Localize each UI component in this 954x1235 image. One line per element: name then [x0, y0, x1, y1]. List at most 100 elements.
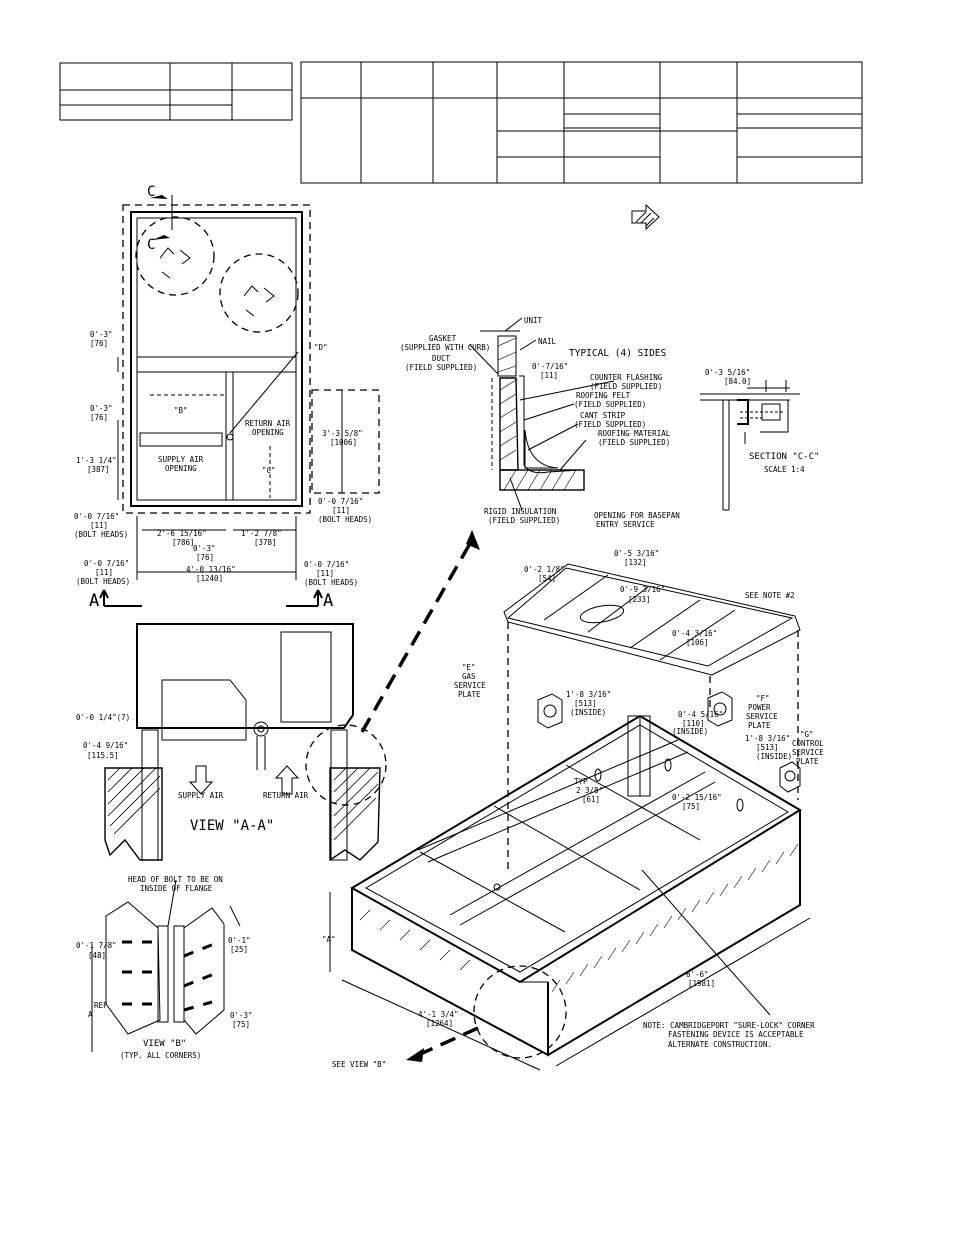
dim-label: CONTROL	[792, 739, 824, 748]
dim-label: [233]	[628, 595, 651, 604]
dim-label: [76]	[90, 413, 108, 422]
left-spec-table	[59, 62, 293, 121]
dim-label: 0'-3"	[90, 404, 113, 413]
dim-label: SERVICE	[454, 681, 486, 690]
dim-label: OPENING	[252, 428, 284, 437]
dim-label: PLATE	[796, 757, 819, 766]
dim-label: HEAD OF BOLT TO BE ON	[128, 875, 223, 884]
dim-label: INSIDE OF FLANGE	[140, 884, 213, 893]
view-aa-marker-right: A	[323, 591, 333, 611]
dim-label: (TYP. ALL CORNERS)	[120, 1051, 201, 1060]
dim-label: "C"	[262, 466, 276, 475]
dim-label: 0'-4 9/16"	[83, 741, 128, 750]
dim-label: 1'-8 3/16"	[566, 690, 611, 699]
dim-label: [110]	[682, 719, 705, 728]
dim-label: [106]	[686, 638, 709, 647]
dim-label: SERVICE	[746, 712, 778, 721]
dim-label: A	[88, 1010, 93, 1019]
dim-label: [84.0]	[724, 377, 751, 386]
dim-label: POWER	[748, 703, 771, 712]
dim-label: SCALE 1:4	[764, 465, 805, 474]
dim-label: [513]	[574, 699, 597, 708]
dim-label: SUPPLY AIR	[178, 791, 224, 800]
dim-label: RETURN AIR	[245, 419, 291, 428]
dim-label: 0'-3"	[193, 544, 216, 553]
dim-label: 0'-0 7/16"	[74, 512, 119, 521]
dim-label: COUNTER FLASHING	[590, 373, 663, 382]
note-text: FASTENING DEVICE IS ACCEPTABLE	[668, 1030, 804, 1039]
section-arrow-icon	[150, 195, 168, 199]
dim-label: 0'-0 7/16"	[318, 497, 363, 506]
dim-label: REF	[94, 1001, 108, 1010]
dim-label: SERVICE	[792, 748, 824, 757]
dim-label: GASKET	[429, 334, 457, 343]
dim-label: [76]	[90, 339, 108, 348]
dim-label: [11]	[95, 568, 113, 577]
dim-label: 4'-1 3/4"	[418, 1010, 459, 1019]
dim-label: PLATE	[458, 690, 481, 699]
dim-label: 0'-1 7/8"	[76, 941, 117, 950]
dim-label: 0'-2 1/8"	[524, 565, 565, 574]
dim-label: (BOLT HEADS)	[318, 515, 372, 524]
curb-detail	[469, 317, 615, 511]
dim-label: [1264]	[426, 1019, 453, 1028]
dim-label: 0'-4 3/16"	[672, 629, 717, 638]
dim-label: NAIL	[538, 337, 557, 346]
hatched-arrow-icon	[631, 203, 660, 231]
dim-label: 0'-2 15/16"	[672, 793, 722, 802]
dim-label: 1'-3 1/4"	[76, 456, 117, 465]
dim-label: [54]	[538, 574, 556, 583]
dim-label: (BOLT HEADS)	[76, 577, 130, 586]
dim-label: SEE NOTE #2	[745, 591, 795, 600]
see-view-b-arrow-icon	[406, 1048, 424, 1062]
dim-label: 4'-0 13/16"	[186, 565, 236, 574]
dim-label: "A"	[322, 935, 336, 944]
dim-label: CANT STRIP	[580, 411, 626, 420]
dim-label: (INSIDE)	[756, 752, 792, 761]
dim-label: (BOLT HEADS)	[304, 578, 358, 587]
dim-label: (INSIDE)	[570, 708, 606, 717]
dim-label: SUPPLY AIR	[158, 455, 204, 464]
dim-label: ENTRY SERVICE	[596, 520, 655, 529]
dim-label: (SUPPLIED WITH CURB)	[400, 343, 490, 352]
dim-label: DUCT	[432, 354, 451, 363]
dim-label: OPENING FOR BASEPAN	[594, 511, 680, 520]
dim-label: [75]	[232, 1020, 250, 1029]
section-cc-marker-inner: C	[147, 237, 155, 253]
dim-label: OPENING	[165, 464, 197, 473]
dim-label: 0'-4 5/16"	[678, 710, 723, 719]
dim-label: 0'-0 1/4"(7)	[76, 713, 130, 722]
dim-label: [786]	[172, 538, 195, 547]
dim-label: [11]	[540, 371, 558, 380]
dim-label: ROOFING MATERIAL	[598, 429, 671, 438]
note-text: NOTE: CAMBRIDGEPORT "SURE-LOCK" CORNER	[643, 1021, 815, 1030]
dim-label: "E"	[462, 663, 476, 672]
dim-label: [11]	[90, 521, 108, 530]
dim-label: [1981]	[688, 979, 715, 988]
dim-label: [75]	[682, 802, 700, 811]
dim-label: [11]	[332, 506, 350, 515]
dim-label: [48]	[88, 951, 106, 960]
note-text: ALTERNATE CONSTRUCTION.	[668, 1040, 772, 1049]
plan-view	[117, 195, 380, 580]
dim-label: (FIELD SUPPLIED)	[574, 400, 646, 409]
dim-label: (FIELD SUPPLIED)	[488, 516, 560, 525]
section-cc-marker-top: C	[147, 184, 155, 200]
dim-label: [11]	[316, 569, 334, 578]
dim-label: 0'-0 7/16"	[304, 560, 349, 569]
dim-label: UNIT	[524, 316, 543, 325]
dim-label: 0'-7/16"	[532, 362, 568, 371]
dim-label: (FIELD SUPPLIED)	[574, 420, 646, 429]
dim-label: 0'-1"	[228, 936, 251, 945]
dim-label: "B"	[174, 406, 188, 415]
view-aa-marker-left: A	[89, 591, 99, 611]
view-b	[91, 879, 241, 1052]
dim-label: [25]	[230, 945, 248, 954]
section-cc-title: SECTION "C-C"	[749, 452, 819, 462]
leader-arrow-icon	[466, 530, 480, 550]
view-aa	[104, 623, 387, 862]
dim-label: 0'-3"	[90, 330, 113, 339]
dim-label: [513]	[756, 743, 779, 752]
dim-label: 0'-5 3/16"	[614, 549, 659, 558]
